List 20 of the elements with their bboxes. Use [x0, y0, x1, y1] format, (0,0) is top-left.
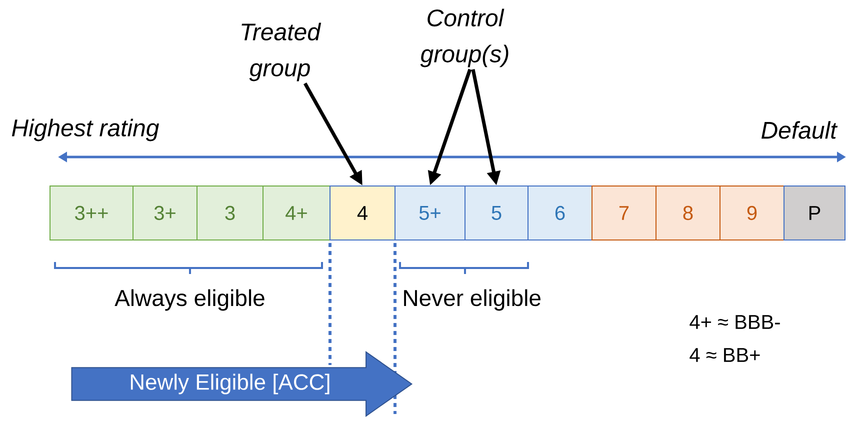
note-text: 4+ ≈ BBB-	[690, 315, 780, 329]
rating-cell: 4	[330, 186, 396, 240]
rating-cell: 3+	[132, 186, 198, 240]
bracket-label: Never eligible	[404, 289, 540, 311]
rating-cell: 3	[196, 186, 264, 240]
rating-cell: 8	[656, 186, 720, 240]
rating-cell: 9	[720, 186, 784, 240]
rating-cell: P	[784, 186, 846, 240]
axis-label: Highest rating	[12, 118, 160, 142]
rating-cell: 6	[528, 186, 592, 240]
rating-cell: 5+	[394, 186, 466, 240]
rating-cell: 7	[592, 186, 656, 240]
rating-cell: 5	[464, 186, 528, 240]
note-text: 4 ≈ BB+	[690, 348, 760, 362]
bracket-label: Always eligible	[114, 289, 264, 311]
annotation-text: Treated group	[242, 22, 322, 82]
axis-label: Default	[762, 121, 838, 139]
annotation-text: Control group(s)	[420, 8, 508, 68]
rating-cell: 4+	[262, 186, 330, 240]
rating-cell: 3++	[50, 186, 134, 240]
